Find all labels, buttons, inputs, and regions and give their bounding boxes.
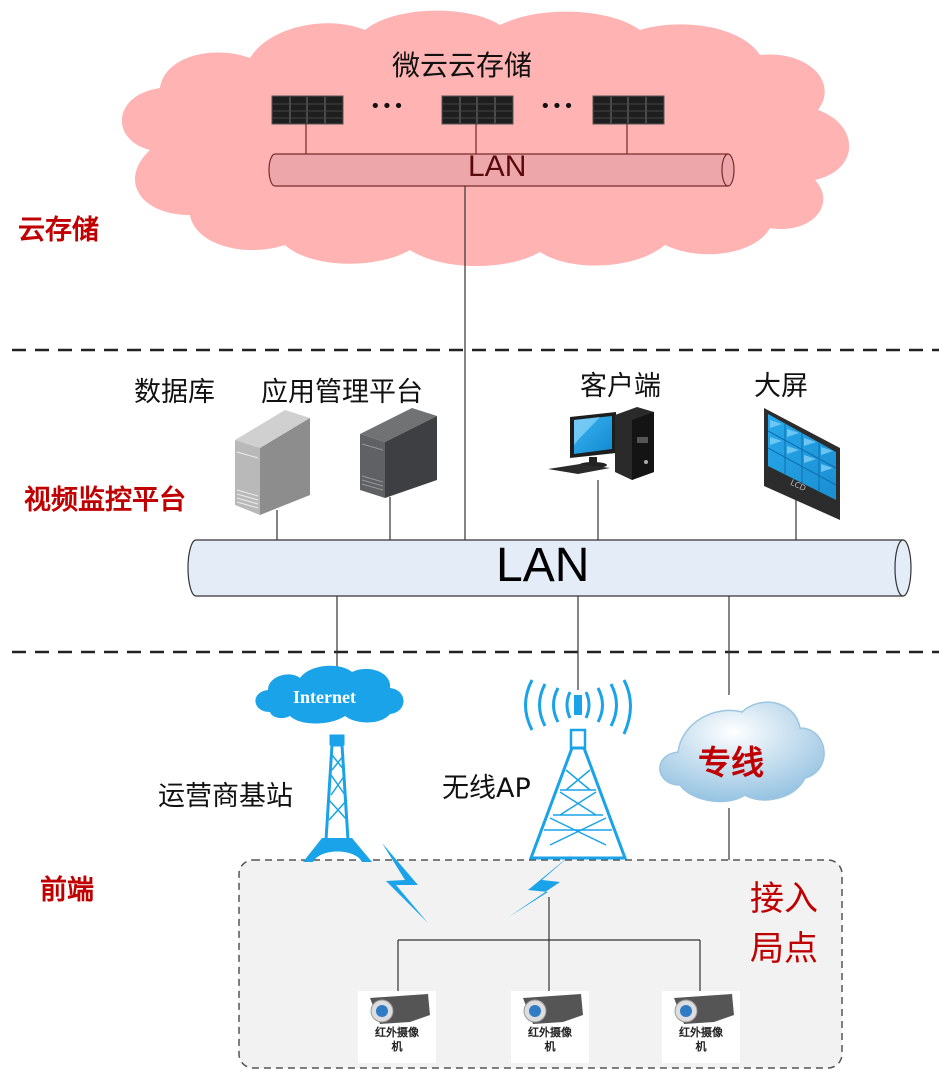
cloud-server-links [305, 124, 628, 154]
lcd-video-wall-icon [764, 408, 840, 520]
wireless-ap-label: 无线AP [442, 773, 531, 804]
ellipsis-icon: ••• [540, 96, 575, 117]
access-point-label: 接入 局点 [750, 874, 818, 974]
ellipsis-icon: ••• [370, 96, 405, 117]
zone-label-video-platform: 视频监控平台 [24, 485, 186, 516]
device-label-video-wall: 大屏 [754, 371, 808, 402]
camera-label-line1: 红外摄像 [528, 1026, 572, 1039]
camera-label: 红外摄像 机 [662, 1026, 740, 1054]
device-label-app-platform: 应用管理平台 [261, 377, 423, 408]
wireless-signal-icon [507, 853, 573, 918]
camera-label-line1: 红外摄像 [375, 1026, 419, 1039]
camera-label-line2: 机 [695, 1040, 707, 1053]
carrier-base-station-label: 运营商基站 [158, 781, 293, 812]
platform-device-links [276, 480, 797, 540]
camera-tile [511, 991, 589, 1063]
camera-label-line2: 机 [544, 1040, 556, 1053]
zone-label-frontend: 前端 [40, 875, 94, 906]
wireless-ap-tower-icon [524, 679, 632, 860]
zone-label-cloud-storage: 云存储 [18, 215, 99, 246]
device-label-client: 客户端 [580, 371, 661, 402]
desktop-computer-icon [548, 407, 654, 480]
internet-label: Internet [293, 687, 356, 707]
storage-server-icon [271, 95, 344, 125]
camera-bus [397, 897, 701, 995]
storage-cloud-shape [121, 10, 850, 267]
platform-lan-pipe [187, 539, 912, 597]
cloud-storage-title: 微云云存储 [392, 49, 533, 82]
leased-line-label: 专线 [698, 743, 764, 782]
cloud-lan-pipe [268, 153, 735, 187]
platform-lan-label: LAN [496, 539, 590, 592]
cloud-lan-label: LAN [468, 150, 527, 183]
carrier-tower-icon [303, 734, 372, 862]
leased-line-cloud-icon [659, 701, 825, 803]
database-server-icon [235, 410, 310, 515]
camera-tile [358, 991, 436, 1063]
storage-server-icon [441, 95, 514, 125]
camera-label: 红外摄像 机 [358, 1026, 436, 1054]
access-point-label-line2: 局点 [750, 929, 818, 969]
device-label-database: 数据库 [134, 377, 215, 408]
camera-label: 红外摄像 机 [511, 1026, 589, 1054]
wireless-signal-icon [382, 843, 428, 923]
app-server-icon [360, 408, 437, 498]
camera-label-line1: 红外摄像 [679, 1026, 723, 1039]
camera-tile [662, 991, 740, 1063]
platform-downlinks [336, 596, 730, 695]
camera-label-line2: 机 [391, 1040, 403, 1053]
internet-cloud-icon [255, 665, 404, 724]
storage-server-icon [592, 95, 665, 125]
access-point-label-line1: 接入 [750, 879, 818, 919]
